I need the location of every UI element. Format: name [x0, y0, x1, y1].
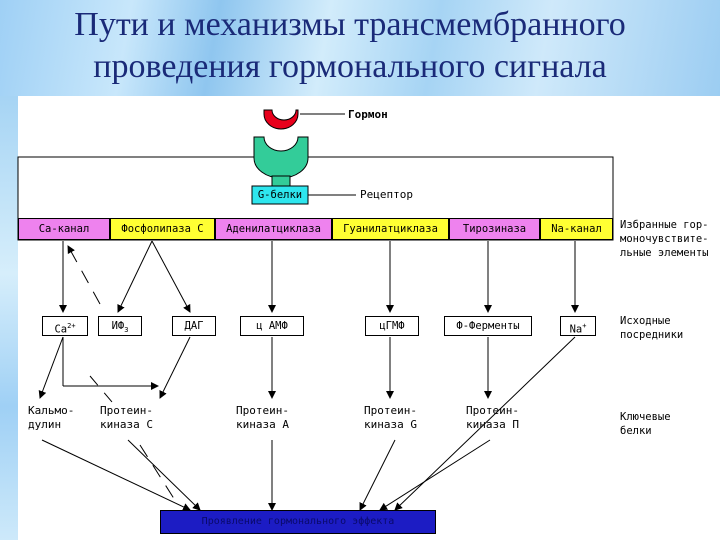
element-adenylate-cyclase: Аденилатциклаза	[215, 218, 332, 240]
mediator-if3: ИФ3	[98, 316, 142, 336]
g-proteins-label: G-белки	[257, 189, 303, 201]
slide-title: Пути и механизмы трансмембранного провед…	[0, 4, 700, 88]
mediator-na: Na+	[560, 316, 596, 336]
protein-kinase-g: Протеин-киназа G	[364, 404, 417, 431]
arrow-dag-to-pkc	[159, 336, 191, 399]
mediator-ca: Ca2+	[42, 316, 88, 336]
element-na-channel: Na-канал	[540, 218, 613, 240]
element-phospholipase-c: Фосфолипаза С	[110, 218, 215, 240]
arrow-ca-to-calmodulin	[38, 336, 64, 399]
element-tyrosinase: Тирозиназа	[449, 218, 540, 240]
hormone-shape	[263, 109, 299, 130]
element-ca-channel: Са-канал	[18, 218, 110, 240]
mediator-dag: ДАГ	[172, 316, 216, 336]
protein-kinase-a: Протеин-киназа А	[236, 404, 289, 431]
element-guanylate-cyclase: Гуанилатциклаза	[332, 218, 449, 240]
arrow-if3-dashed	[89, 375, 113, 403]
arrow-plc-to-dag	[151, 240, 191, 313]
arrow-if3-to-ca-channel	[67, 245, 101, 305]
arrow-plc-to-if3	[117, 240, 153, 313]
protein-kinase-c: Протеин-киназа С	[100, 404, 153, 431]
mediator-camp: ц АМФ	[240, 316, 304, 336]
arrow-pkc-to-effect	[127, 439, 201, 511]
mediator-ferments: Ф-Ферменты	[444, 316, 532, 336]
protein-kinase-p: Протеин-киназа П	[466, 404, 519, 431]
side-label-elements: Избранные гор-моночувствите-льные элемен…	[620, 219, 709, 259]
title-line-1: Пути и механизмы трансмембранного	[74, 6, 626, 43]
effect-box: Проявление гормонального эффекта	[160, 510, 436, 534]
arrow-na-to-effect	[394, 336, 576, 511]
arrow-if3-dashed-to-effect	[139, 444, 179, 506]
protein-calmodulin: Кальмо-дулин	[28, 404, 75, 431]
background-header	[0, 0, 720, 96]
arrow-calmodulin-to-effect	[41, 439, 191, 511]
cell-membrane	[17, 156, 614, 241]
arrow-pkg-to-effect	[359, 439, 396, 511]
receptor-shape	[253, 136, 309, 179]
title-line-2: проведения гормонального сигнала	[93, 48, 607, 85]
receptor-label: Рецептор	[360, 188, 413, 201]
hormone-label: Гормон	[348, 108, 388, 121]
arrow-pkp-to-effect	[379, 439, 491, 511]
effect-label: Проявление гормонального эффекта	[201, 516, 395, 527]
mediator-cgmp: цГМФ	[365, 316, 419, 336]
receptor-stalk	[271, 175, 291, 187]
background-left-strip	[0, 96, 18, 540]
